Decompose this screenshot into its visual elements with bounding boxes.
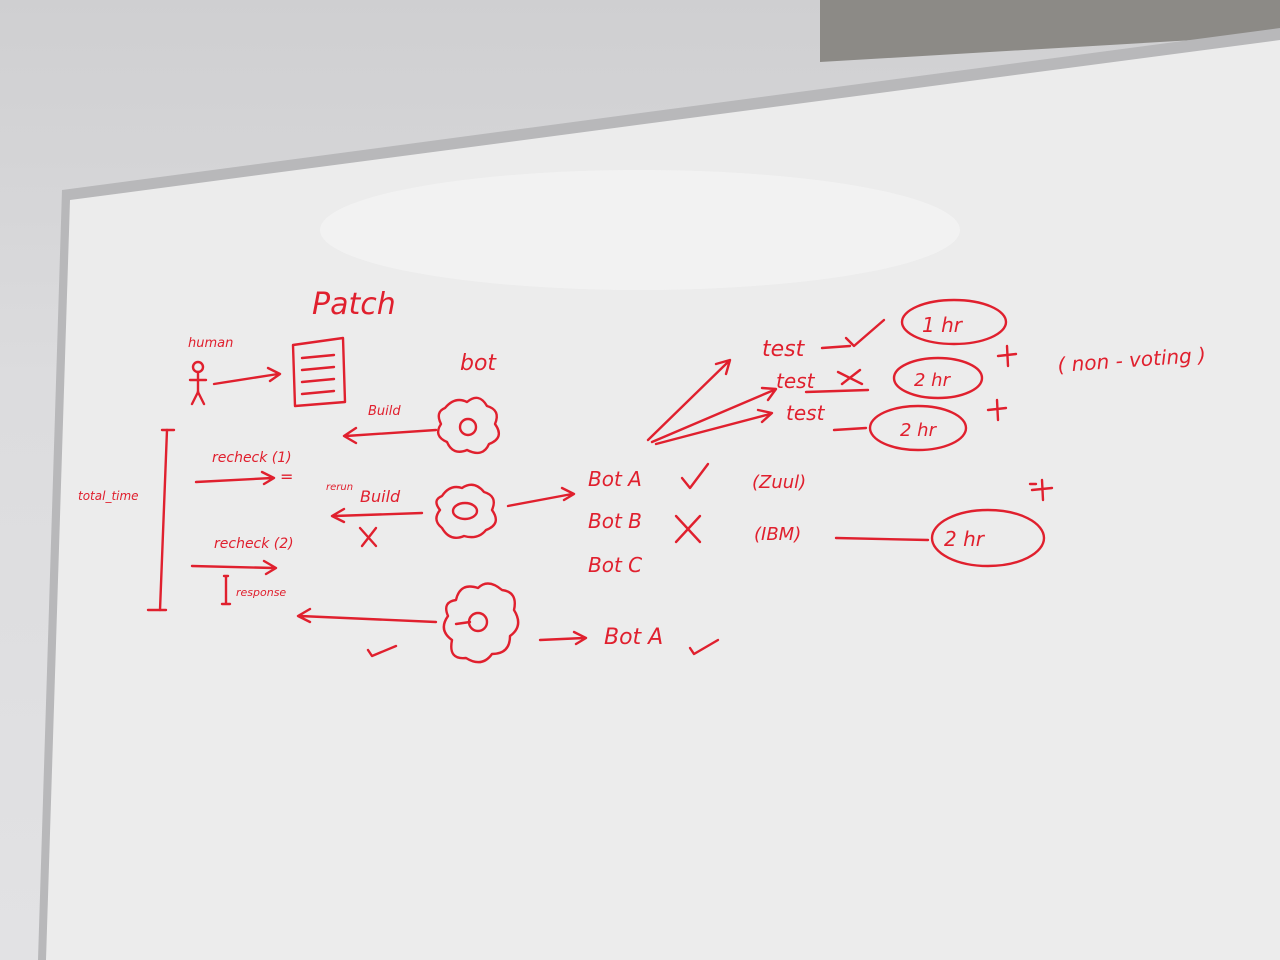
time-3-circle [868, 404, 968, 452]
ibm-label: (IBM) [754, 524, 801, 545]
recheck-2-arrow [190, 559, 278, 576]
bot-a-label: Bot A [588, 467, 642, 491]
test-1-dash [820, 344, 852, 350]
time-1-label: 1 hr [922, 313, 964, 337]
time-4-plus [1028, 478, 1054, 502]
test-3-label: test [786, 401, 826, 425]
recheck-1-label: recheck (1) [212, 450, 292, 466]
human-label: human [188, 336, 233, 351]
test-3-dash [832, 426, 868, 432]
bot-b-label: Bot B [588, 509, 642, 533]
board-surface [46, 40, 1280, 960]
test-1-label: test [762, 337, 806, 362]
bot-to-patch-arrow-3 [296, 607, 438, 624]
time-1-circle [900, 298, 1008, 346]
test-2-x-mark [836, 368, 864, 386]
build-failed-x-mark [358, 526, 378, 548]
bot-a2-check-mark [688, 638, 720, 656]
time-3-label: 2 hr [900, 420, 938, 441]
time-2-circle [892, 356, 984, 400]
bot-a2-label: Bot A [604, 625, 663, 650]
total-time-label: total_time [78, 489, 139, 503]
time-2-label: 2 hr [914, 370, 952, 391]
time-4-circle [930, 508, 1046, 568]
recheck-1-equals: = [280, 467, 293, 486]
test-2-dash [804, 388, 870, 394]
recheck-1-arrow [194, 470, 276, 486]
bot-label: bot [460, 351, 497, 376]
total-time-bracket [146, 428, 176, 612]
rerun-label: rerun [326, 482, 353, 493]
bot-to-patch-arrow-2 [330, 507, 424, 524]
response-check-mark [366, 644, 398, 658]
bot-c-label: Bot C [588, 553, 642, 577]
bot-cloud-icon-1 [436, 396, 501, 455]
test-2-label: test [776, 369, 816, 393]
response-marker [220, 574, 232, 606]
human-to-patch-arrow [212, 366, 282, 386]
rebuild-label: Build [360, 487, 401, 506]
bot-a-check-mark [680, 462, 710, 490]
bot-b-x-mark [674, 514, 702, 544]
board-glare [320, 170, 960, 290]
test-1-check-mark [844, 318, 886, 348]
bot-a-to-test2-arrow [650, 386, 778, 444]
time-3-plus [986, 398, 1008, 422]
bot-to-bots-arrow [506, 486, 576, 508]
ibm-to-time-line [834, 536, 930, 542]
response-label: response [236, 586, 286, 599]
time-4-label: 2 hr [944, 527, 986, 551]
patch-label: Patch [312, 287, 396, 322]
zuul-label: (Zuul) [752, 472, 806, 493]
bot-to-patch-arrow [342, 426, 438, 445]
bot-a-to-test1-arrow [646, 358, 732, 442]
recheck-2-label: recheck (2) [214, 536, 294, 552]
build-label: Build [368, 404, 401, 419]
bot-cloud-icon-2 [435, 483, 498, 539]
ceiling-beam [820, 0, 1280, 62]
human-stick-figure-icon [188, 360, 208, 406]
patch-document-icon [291, 336, 347, 408]
bot-a-to-test3-arrow [654, 408, 774, 446]
time-2-plus [996, 344, 1018, 368]
bot-to-bot-a2-arrow [538, 630, 588, 646]
bot-cloud-icon-3 [442, 582, 520, 664]
